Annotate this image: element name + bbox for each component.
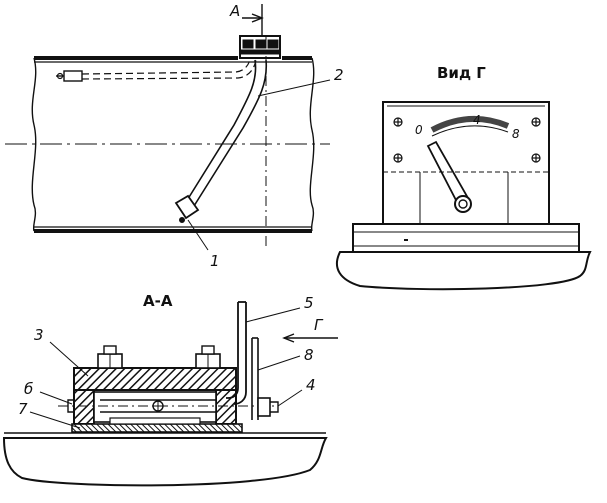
side-nut: [257, 397, 279, 417]
pipe-view: [5, 4, 330, 250]
gauge-scale-0: 0: [415, 123, 423, 137]
callout-8: 8: [304, 346, 314, 364]
top-nut-left: [97, 345, 123, 369]
housing-top: [73, 367, 237, 391]
section-marker: А: [229, 2, 240, 20]
cable-dashed-2: [81, 59, 257, 80]
callout-7: 7: [18, 400, 28, 418]
section-title: А-А: [143, 292, 173, 310]
inner-channel: [93, 391, 217, 423]
probe-sensor: [174, 194, 200, 223]
probe-rod-right: [193, 59, 268, 207]
bracket-5: [226, 302, 239, 399]
base-plate: [71, 423, 243, 433]
probe-rod-left: [185, 59, 257, 203]
callout-4: 4: [306, 376, 316, 394]
gauge-flange: [352, 223, 580, 253]
mounting-block: [239, 35, 281, 59]
callout-2: 2: [334, 66, 344, 84]
pipe-right-break: [309, 57, 315, 232]
gauge-scale-8: 8: [512, 127, 520, 141]
gauge-pipe-segment: [335, 251, 592, 291]
cable-dashed-1: [81, 59, 251, 75]
callout-1: 1: [210, 252, 220, 270]
callout-3: 3: [34, 326, 44, 344]
plate-8: [251, 338, 259, 420]
gauge-pointer: [426, 140, 472, 213]
gauge-scale-arc: [430, 115, 510, 133]
callout-5: 5: [304, 294, 314, 312]
callout-6: б: [24, 380, 33, 398]
view-arrow-label: Г: [314, 316, 324, 334]
section-pipe: [2, 437, 328, 487]
gauge-scale-4: 4: [473, 113, 481, 127]
section-view: [2, 301, 338, 487]
gauge-view: [335, 101, 592, 291]
view-title: Вид Г: [437, 64, 486, 82]
plate-screws: [393, 117, 541, 163]
leaders-top: [187, 79, 331, 251]
leaders-bottom: [29, 307, 303, 429]
pipe-left-break: [31, 57, 37, 232]
hidden-sensor: [56, 70, 83, 82]
top-nut-right: [195, 345, 221, 369]
